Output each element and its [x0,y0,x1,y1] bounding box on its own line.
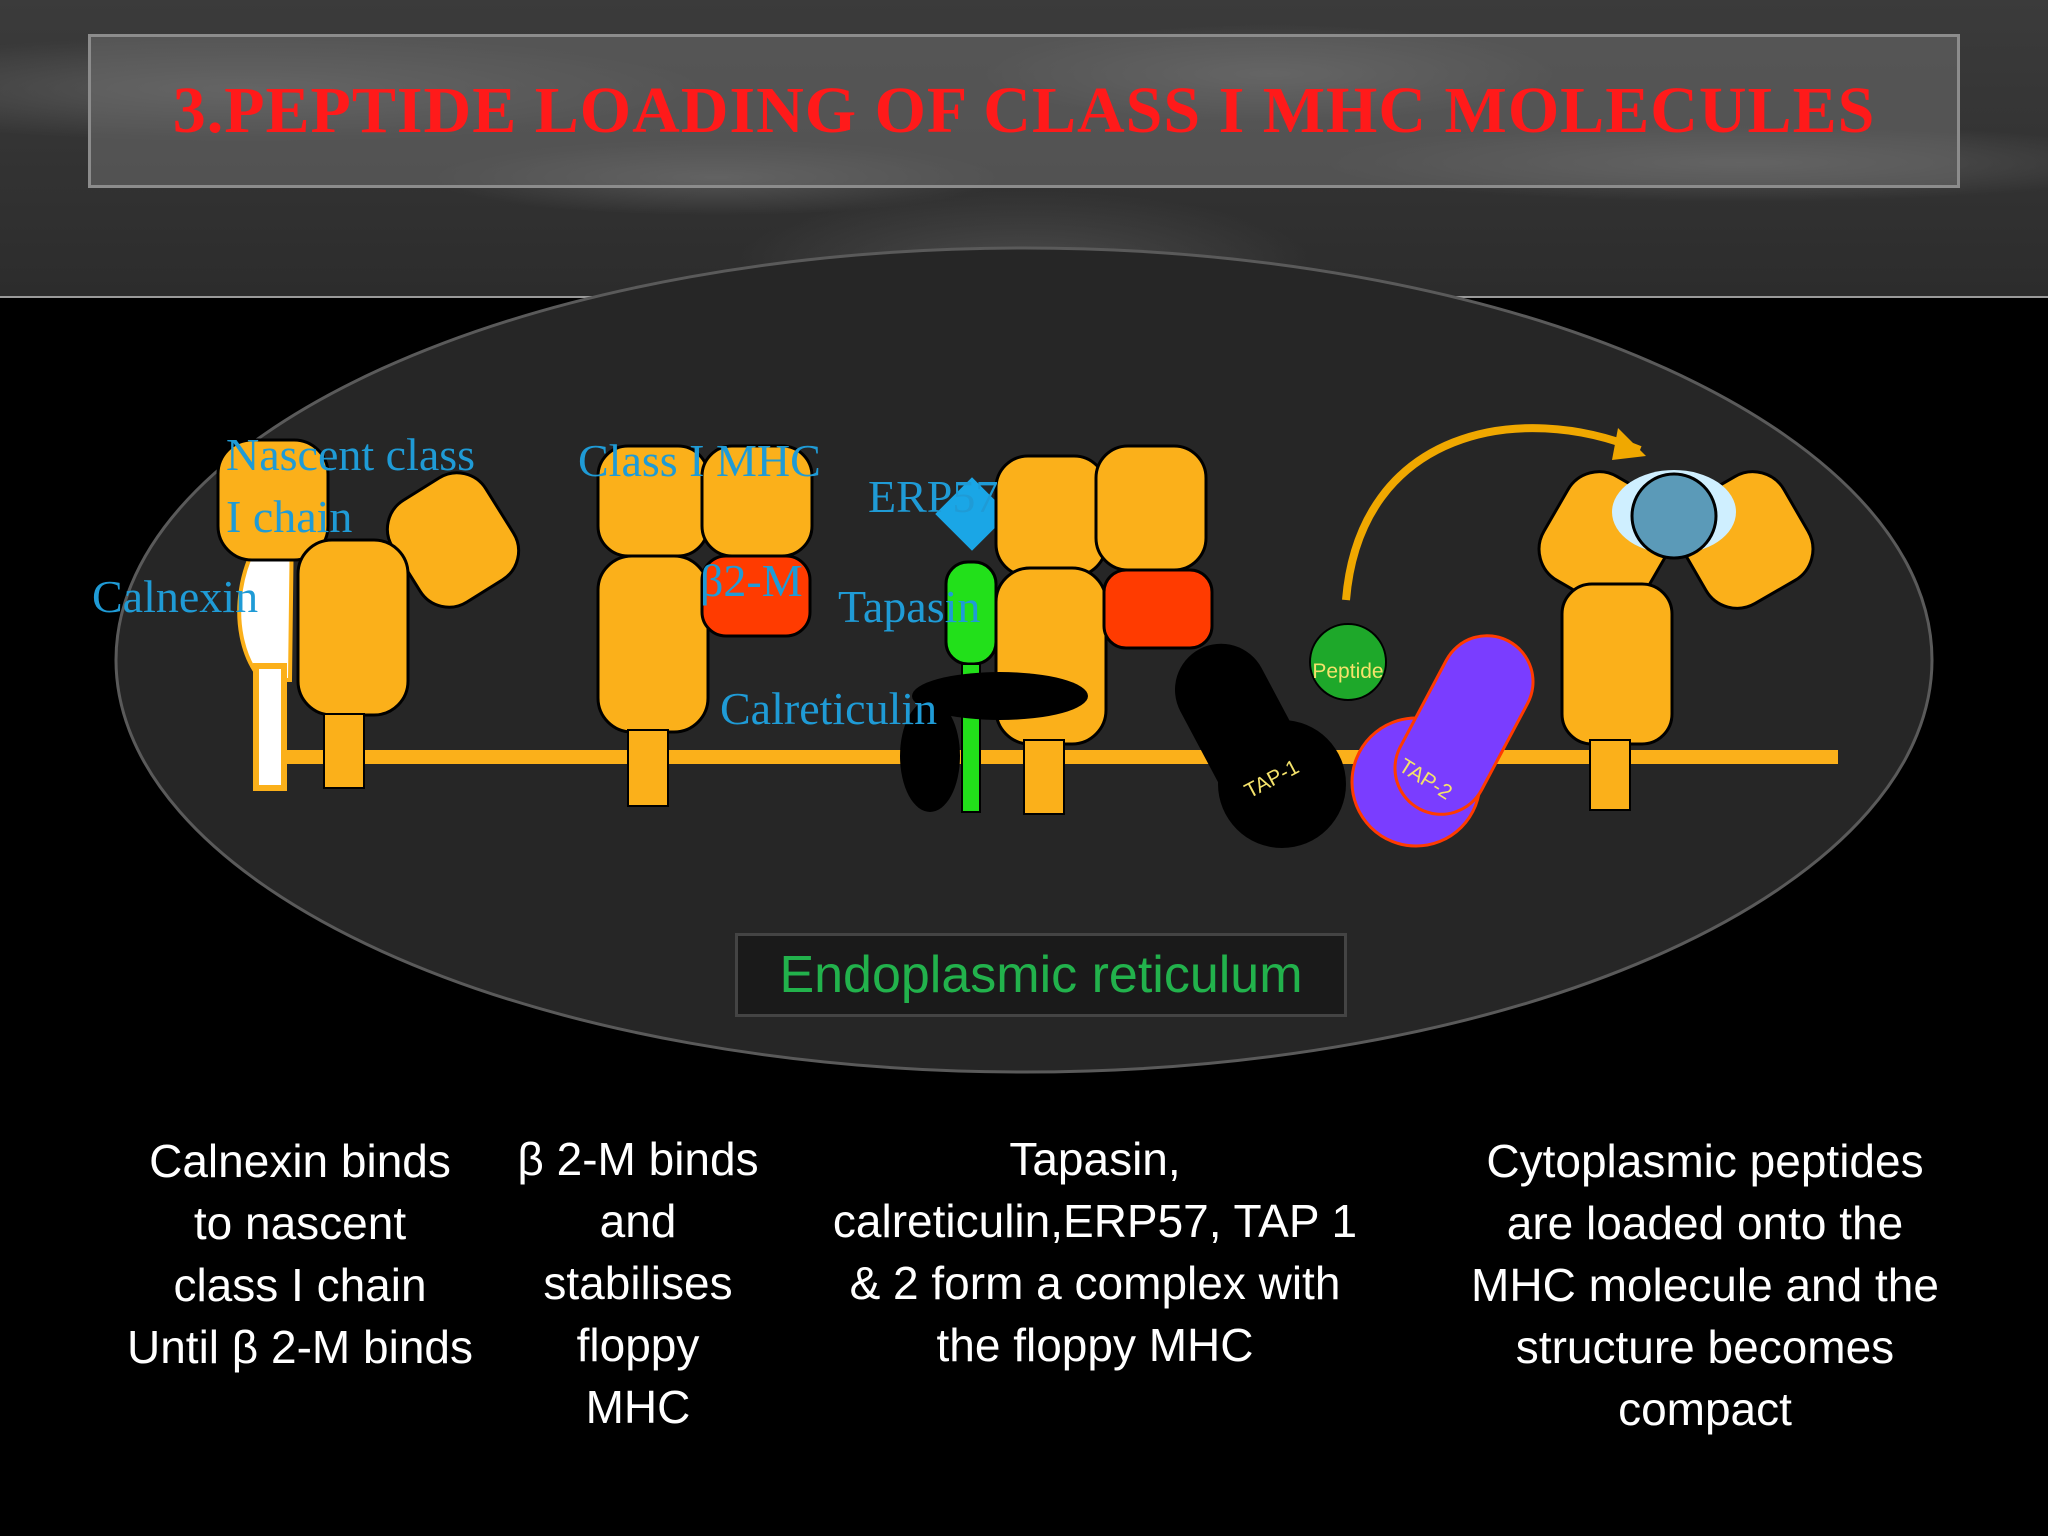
calnexin-label: Calnexin [92,571,258,622]
loading-arrow [1342,424,1642,601]
b2m-label: β2-M [700,555,803,606]
loading-arrowhead [1612,428,1646,460]
compact-alpha3 [1560,582,1674,746]
caption-step1: Calnexin binds to nascent class I chain … [126,1135,473,1373]
tap-transporter: Peptide TAP-1 TAP-2 [1174,623,1535,848]
loading-b2m [1102,568,1214,650]
caption-step3: Tapasin, calreticulin,ERP57, TAP 1 & 2 f… [832,1133,1358,1371]
tap1-body [1218,720,1346,848]
loading-stem [1023,739,1065,815]
b2m-domain [700,554,812,638]
header-banner: 3.PEPTIDE LOADING OF CLASS I MHC MOLECUL… [0,0,2048,298]
mhc-stem [627,729,669,807]
peptide-circle [1309,623,1387,701]
nascent-label-line2: I chain [226,491,352,542]
title-box: 3.PEPTIDE LOADING OF CLASS I MHC MOLECUL… [88,34,1960,188]
complex-compact-mhc [1537,470,1815,811]
bound-peptide [1630,472,1718,560]
nascent-alpha1 [216,438,330,562]
mhc-alpha3 [596,554,710,734]
calreticulin-arm [912,672,1088,720]
er-label: Endoplasmic reticulum [779,946,1303,1004]
complex-mhc-b2m [596,444,814,807]
calreticulin-label: Calreticulin [720,683,937,734]
er-label-box: Endoplasmic reticulum [735,933,1347,1017]
slide-title: 3.PEPTIDE LOADING OF CLASS I MHC MOLECUL… [172,74,1876,147]
loading-alpha1 [994,454,1108,578]
peptide-label: Peptide [1312,660,1383,683]
nascent-alpha3 [296,538,410,717]
tapasin-label: Tapasin [838,581,980,632]
tap2-arm [1393,634,1535,816]
class-mhc-label: Class I MHC [578,435,821,486]
complex-calnexin [216,438,521,791]
erp57-diamond [935,477,1009,551]
complex-loading [900,444,1214,815]
loading-alpha2 [1094,444,1208,572]
compact-stem [1589,739,1631,811]
caption-step2: β 2-M binds and stabilises floppy MHC [517,1133,759,1433]
caption-step4: Cytoplasmic peptides are loaded onto the… [1471,1135,1939,1435]
nascent-label-line1: Nascent class [226,429,475,480]
calnexin-stem [253,663,287,791]
nascent-stem [323,713,365,789]
calreticulin-body [900,700,960,812]
erp57-label: ERP57 [868,471,998,522]
